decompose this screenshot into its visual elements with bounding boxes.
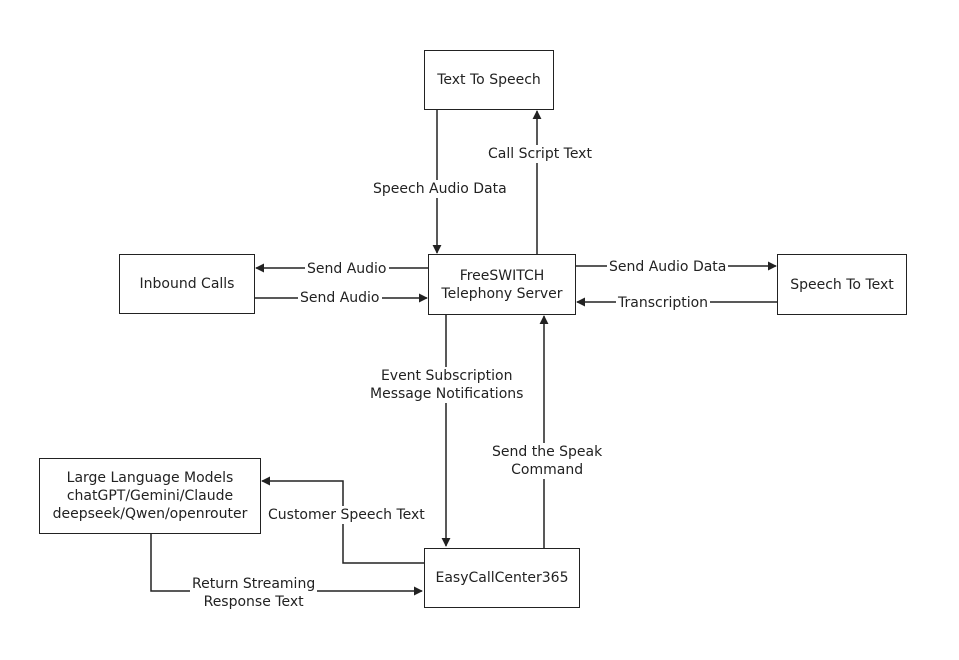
label-return-streaming: Return Streaming Response Text (190, 575, 318, 611)
node-inbound-calls: Inbound Calls (119, 254, 255, 314)
node-large-language-models: Large Language Models chatGPT/Gemini/Cla… (39, 458, 261, 534)
label-speak-command: Send the Speak Command (490, 443, 605, 479)
label-event-subscription: Event Subscription Message Notifications (368, 367, 526, 403)
label-line: Send the Speak (492, 444, 603, 460)
node-text-to-speech: Text To Speech (424, 50, 554, 110)
node-label: deepseek/Qwen/openrouter (52, 506, 248, 522)
node-label: FreeSWITCH (459, 267, 545, 284)
label-speech-audio-data: Speech Audio Data (371, 180, 509, 198)
node-label: Speech To Text (790, 276, 894, 293)
node-label: Large Language Models (66, 470, 234, 486)
node-label: chatGPT/Gemini/Claude (66, 488, 234, 504)
label-line: Command (511, 462, 584, 478)
node-label: Inbound Calls (139, 276, 235, 292)
label-line: Return Streaming (192, 576, 316, 592)
label-line: Message Notifications (370, 386, 524, 402)
label-send-audio-data: Send Audio Data (607, 258, 729, 276)
label-call-script-text: Call Script Text (486, 145, 594, 163)
node-label: EasyCallCenter365 (435, 570, 569, 586)
label-line: Response Text (203, 594, 304, 610)
label-line: Event Subscription (380, 368, 513, 384)
label-send-audio-out: Send Audio (305, 260, 389, 278)
edge-return-streaming (150, 534, 423, 596)
label-transcription: Transcription (616, 294, 711, 312)
node-label: Telephony Server (441, 285, 563, 302)
label-send-audio-in: Send Audio (298, 289, 382, 307)
node-freeswitch: FreeSWITCH Telephony Server (428, 254, 576, 315)
node-label: Text To Speech (437, 72, 541, 88)
node-easycallcenter365: EasyCallCenter365 (424, 548, 580, 608)
node-speech-to-text: Speech To Text (777, 254, 907, 315)
label-customer-speech-text: Customer Speech Text (266, 506, 427, 524)
